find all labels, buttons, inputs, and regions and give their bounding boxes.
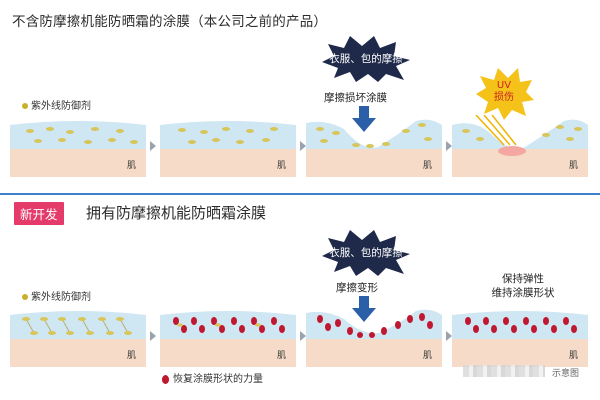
diagram-caption: 示意图 — [552, 369, 580, 379]
film-diagram-new-4 — [452, 311, 588, 367]
film-diagram-new-2 — [160, 311, 296, 367]
down-arrow-icon — [352, 296, 376, 322]
skin-label: 肌 — [276, 161, 286, 171]
arrow-right-icon — [150, 141, 156, 151]
blurred-watermark — [463, 365, 545, 377]
down-arrow-icon — [352, 106, 376, 132]
red-particle-icon — [162, 374, 169, 384]
old-panel-4-uv-damage: 肌 — [452, 115, 588, 177]
uv-agent-dot-icon — [22, 294, 28, 300]
section-title-new-product: 拥有防摩擦机能防晒霜涂膜 — [86, 204, 267, 222]
friction-burst-icon — [322, 230, 410, 276]
skin-label: 肌 — [422, 351, 432, 361]
friction-deform-label: 摩擦变形 — [336, 282, 378, 294]
old-panel-1: 肌 — [10, 115, 146, 177]
skin-label: 肌 — [126, 351, 136, 361]
arrow-right-icon — [446, 331, 452, 341]
old-panel-2: 肌 — [160, 115, 296, 177]
arrow-right-icon — [300, 331, 306, 341]
old-panel-3-damaged: 肌 — [306, 115, 442, 177]
arrow-right-icon — [300, 141, 306, 151]
uv-burst-icon — [476, 68, 534, 120]
uv-damage-label: UV 损伤 — [494, 80, 514, 103]
film-diagram-new-1 — [10, 311, 146, 367]
new-panel-4-recovered: 肌 — [452, 305, 588, 367]
section-title-old-product: 不含防摩擦机能防晒霜的涂膜（本公司之前的产品） — [12, 14, 328, 30]
new-panel-2: 肌 — [160, 305, 296, 367]
new-panel-1: 肌 — [10, 305, 146, 367]
section-divider — [0, 193, 600, 195]
skin-label: 肌 — [568, 351, 578, 361]
skin-label: 肌 — [126, 161, 136, 171]
skin-label: 肌 — [422, 161, 432, 171]
friction-damage-label: 摩擦损坏涂膜 — [324, 92, 387, 104]
legend-uv-agent-bottom: 紫外线防御剂 — [22, 288, 91, 303]
film-diagram-old-3 — [306, 119, 442, 177]
uv-agent-dot-icon — [22, 103, 28, 109]
skin-label: 肌 — [568, 161, 578, 171]
film-diagram-new-3 — [306, 309, 442, 367]
film-diagram-old-4 — [452, 115, 588, 177]
legend-uv-agent-top: 紫外线防御剂 — [22, 97, 91, 112]
friction-burst-icon — [322, 36, 410, 82]
arrow-right-icon — [446, 141, 452, 151]
new-development-badge: 新开发 — [14, 202, 64, 225]
friction-burst-label-new: 衣服、包的摩擦 — [329, 247, 403, 259]
new-panel-3-deformed: 肌 — [306, 305, 442, 367]
film-diagram-old-2 — [160, 121, 296, 177]
legend-restoring-force: 恢复涂膜形状的力量 — [162, 370, 263, 385]
skin-label: 肌 — [276, 351, 286, 361]
friction-burst-label-old: 衣服、包的摩擦 — [329, 53, 403, 65]
film-diagram-old-1 — [10, 121, 146, 177]
arrow-right-icon — [150, 331, 156, 341]
elastic-recovery-label: 保持弹性 维持涂膜形状 — [491, 273, 555, 299]
